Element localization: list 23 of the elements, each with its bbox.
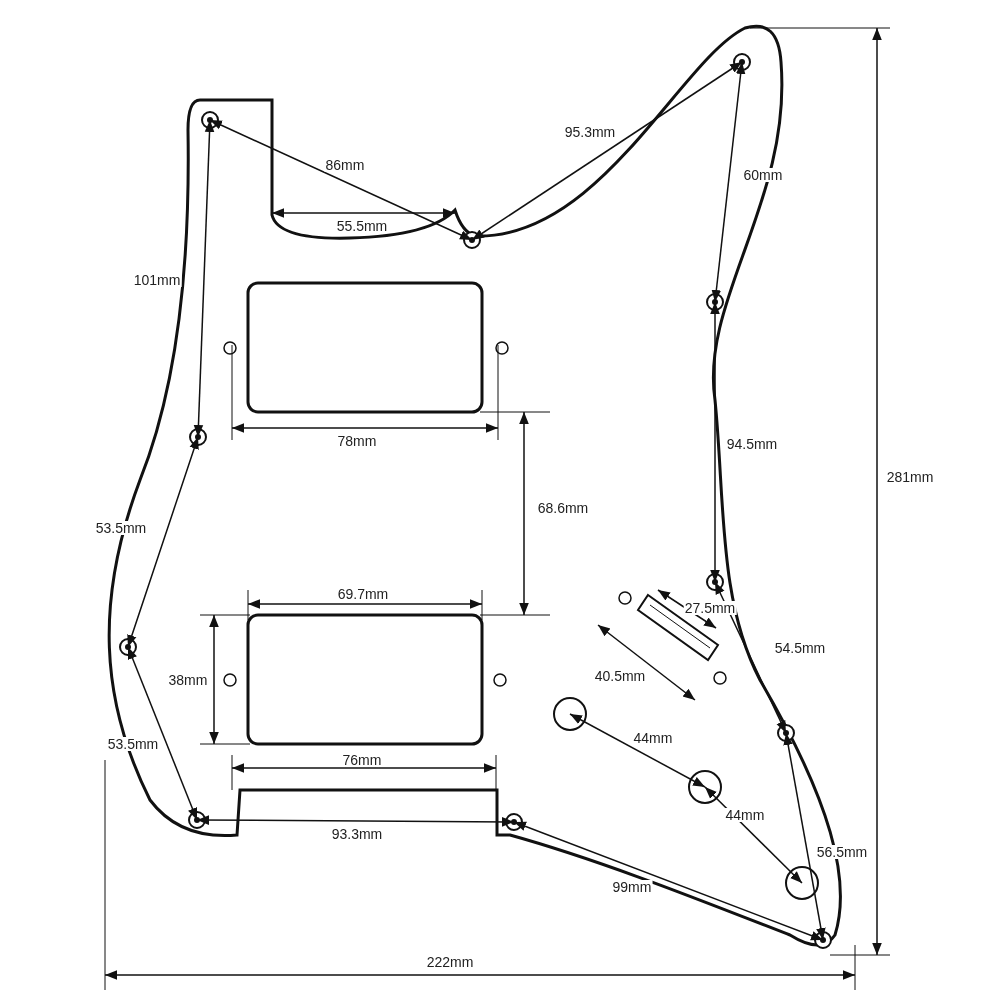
dimension-label: 101mm bbox=[132, 273, 182, 287]
dimension-label: 76mm bbox=[341, 753, 383, 767]
dimension-label: 281mm bbox=[885, 470, 935, 484]
dimension-label: 40.5mm bbox=[593, 669, 647, 683]
dimension-label: 44mm bbox=[724, 808, 766, 822]
dimension-label: 95.3mm bbox=[563, 125, 617, 139]
dimension-label: 78mm bbox=[336, 434, 378, 448]
dimension-label: 27.5mm bbox=[683, 601, 737, 615]
dimension-label: 44mm bbox=[632, 731, 674, 745]
dimension-label: 222mm bbox=[425, 955, 475, 969]
dimension-label: 68.6mm bbox=[536, 501, 590, 515]
dimension-label: 94.5mm bbox=[725, 437, 779, 451]
dimension-label: 53.5mm bbox=[106, 737, 160, 751]
dimension-label: 56.5mm bbox=[815, 845, 869, 859]
dimension-label: 38mm bbox=[167, 673, 209, 687]
dimension-label: 93.3mm bbox=[330, 827, 384, 841]
dimension-label: 55.5mm bbox=[335, 219, 389, 233]
dimension-label: 86mm bbox=[324, 158, 366, 172]
dimension-label: 54.5mm bbox=[773, 641, 827, 655]
dimension-label: 99mm bbox=[611, 880, 653, 894]
dimension-label: 69.7mm bbox=[336, 587, 390, 601]
dimension-label: 53.5mm bbox=[94, 521, 148, 535]
dimension-label: 60mm bbox=[742, 168, 784, 182]
